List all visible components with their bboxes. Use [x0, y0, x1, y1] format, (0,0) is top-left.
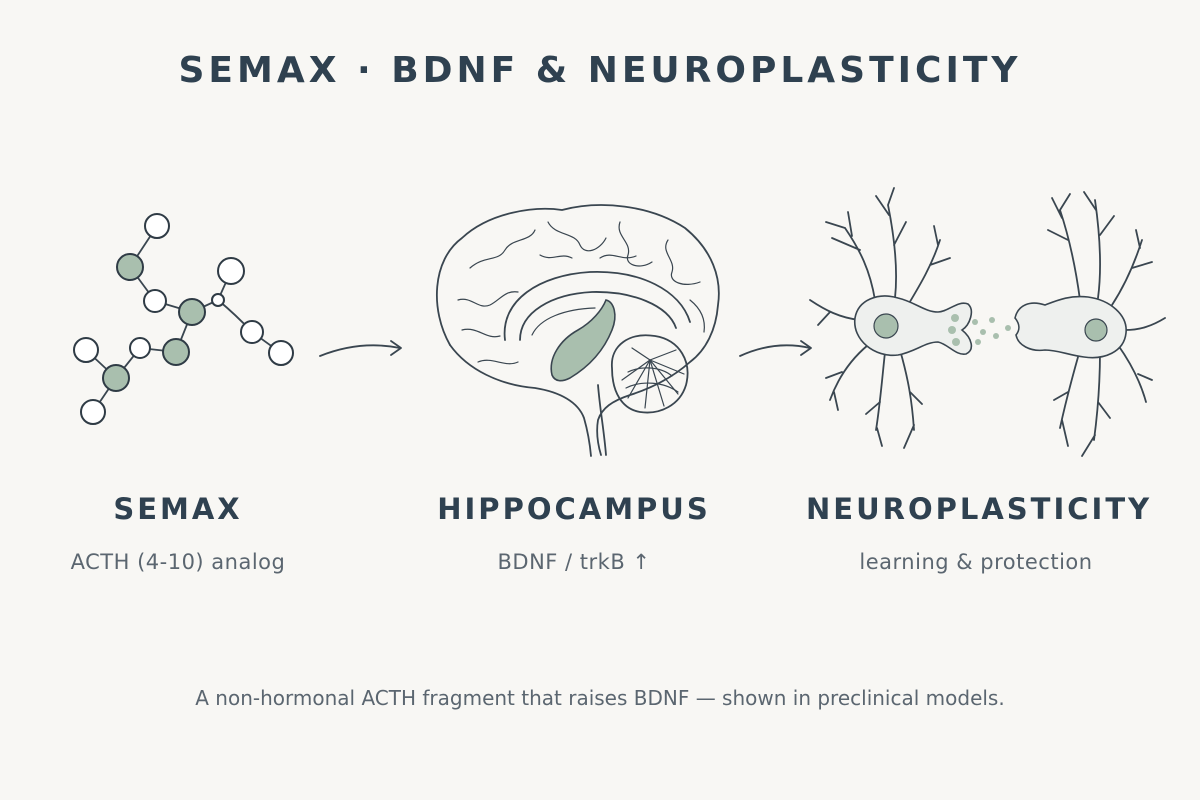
arrow-icon	[739, 340, 812, 357]
brain-icon	[435, 204, 720, 457]
panel-title-neuroplasticity: NEUROPLASTICITY	[806, 492, 1153, 526]
panel-title-semax: SEMAX	[113, 492, 243, 526]
arrow-icon	[319, 340, 402, 357]
panel-subtitle-hippocampus: BDNF / trkB ↑	[497, 550, 651, 574]
footer-caption: A non-hormonal ACTH fragment that raises…	[195, 686, 1005, 710]
molecule-icon	[73, 213, 294, 425]
hippocampus-highlight	[550, 299, 616, 382]
panel-title-hippocampus: HIPPOCAMPUS	[437, 492, 711, 526]
panel-subtitle-semax: ACTH (4-10) analog	[70, 550, 286, 574]
neurons-icon	[809, 187, 1166, 457]
panel-subtitle-neuroplasticity: learning & protection	[859, 550, 1093, 574]
page-title: SEMAX · BDNF & NEUROPLASTICITY	[178, 50, 1022, 91]
